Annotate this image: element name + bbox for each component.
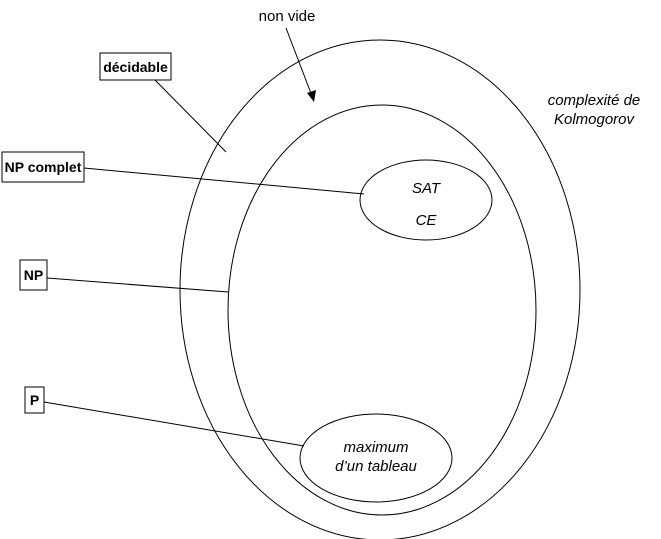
- np-complete-ellipse: [359, 159, 493, 241]
- p-leader-line: [43, 401, 305, 447]
- decidable-leader-line: [154, 79, 227, 153]
- non-vide-label: non vide: [259, 8, 316, 25]
- non-vide-arrow-line: [285, 27, 313, 97]
- sat-label: SAT: [412, 180, 442, 197]
- maximum-label-line1: maximum: [343, 439, 408, 456]
- kolmogorov-label-line1: complexité de: [548, 92, 641, 109]
- decidable-label: décidable: [103, 59, 168, 75]
- maximum-label-line2: d’un tableau: [335, 458, 417, 475]
- np-complete-label: NP complet: [5, 159, 82, 175]
- decidable-box: [99, 52, 172, 81]
- non-vide-arrowhead-icon: [307, 90, 316, 102]
- np-complete-leader-line: [83, 167, 365, 195]
- np-leader-line: [46, 277, 229, 293]
- np-box: [19, 259, 48, 291]
- p-box: [24, 386, 45, 414]
- p-label: P: [30, 392, 39, 408]
- np-label: NP: [24, 267, 43, 283]
- np-complete-box: [1, 151, 85, 183]
- kolmogorov-label-line2: Kolmogorov: [554, 111, 636, 128]
- decidable-ellipse: [179, 39, 581, 539]
- np-ellipse: [227, 104, 537, 516]
- p-ellipse: [299, 413, 453, 503]
- ce-label: CE: [416, 212, 438, 229]
